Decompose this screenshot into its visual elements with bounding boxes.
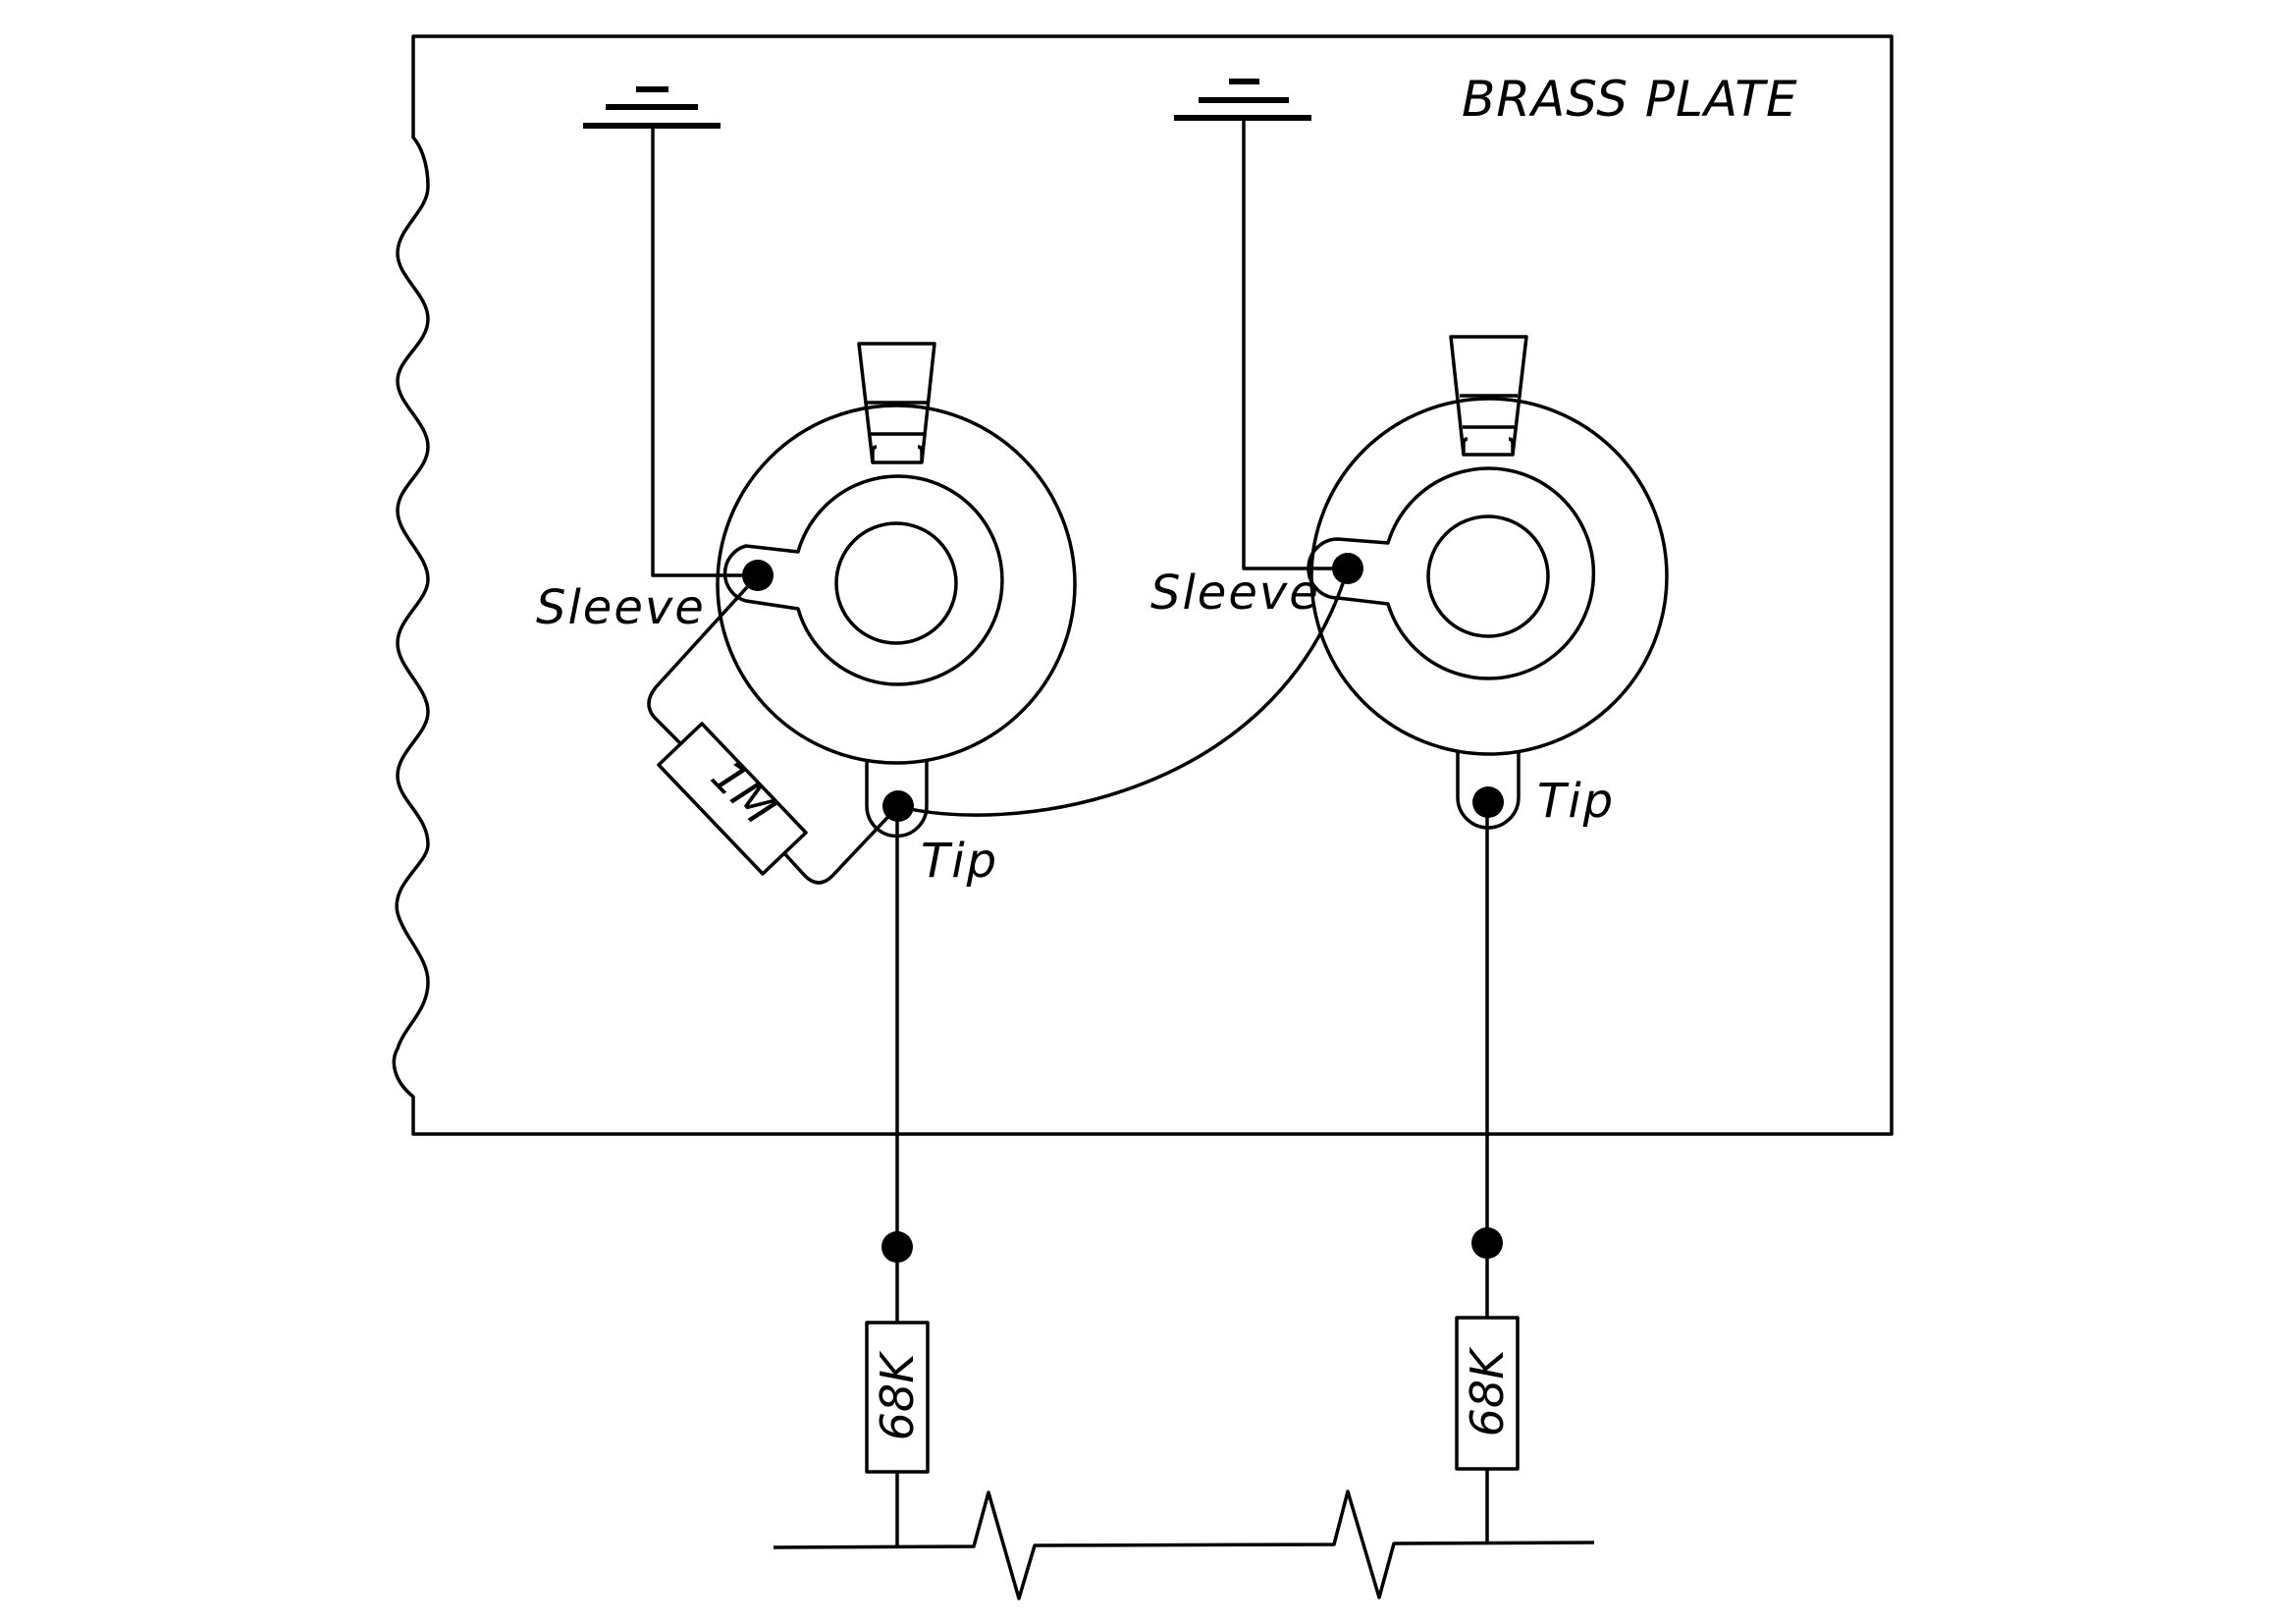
jack-right	[1307, 335, 1669, 830]
r1m-lead-bottom	[782, 804, 900, 885]
tip-to-sleeve-wire	[897, 568, 1350, 817]
tip-label-left: Tip	[921, 834, 998, 889]
bottom-bus	[773, 1489, 1595, 1600]
plate-label: BRASS PLATE	[1462, 71, 1798, 128]
brass-plate-outline	[392, 34, 1894, 1136]
resistor-1m	[657, 722, 808, 876]
ground-wire-right	[1242, 118, 1348, 570]
sleeve-terminal-dot	[1332, 553, 1363, 584]
ground-wire-left	[651, 126, 758, 577]
jack-outer-ring	[1309, 397, 1669, 756]
r1m-lead-top	[647, 573, 760, 745]
sleeve-label-right: Sleeve	[1150, 566, 1320, 621]
resistor-68k-right-label: 68K	[1461, 1346, 1514, 1437]
tip-label-right: Tip	[1537, 774, 1615, 829]
junction-dot-left	[881, 1231, 913, 1263]
resistor-68k-left-label: 68K	[871, 1350, 924, 1441]
jack-outer-ring	[716, 404, 1077, 765]
jack-left	[716, 342, 1077, 839]
ground-icon	[583, 86, 721, 129]
jack-sleeve-lug	[1307, 466, 1596, 680]
jack-sleeve-lug	[722, 474, 1004, 686]
sleeve-label-left: Sleeve	[536, 580, 706, 635]
jack-hole	[834, 521, 958, 645]
ground-icon	[1174, 79, 1311, 121]
jack-hole	[1426, 514, 1550, 638]
junction-dot-right	[1471, 1227, 1503, 1259]
